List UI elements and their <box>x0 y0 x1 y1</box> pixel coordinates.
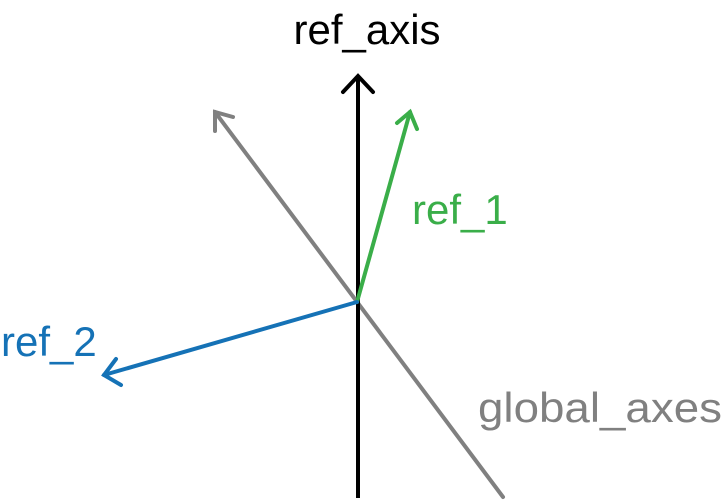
ref-1-line <box>355 110 412 304</box>
ref-1-label: ref_1 <box>412 186 508 233</box>
ref-1-arrow <box>355 108 419 304</box>
ref-axis-arrow <box>341 73 375 498</box>
ref-axis-arrowhead <box>341 73 375 94</box>
ref-axis-label: ref_axis <box>293 6 440 53</box>
ref-1-arrowhead <box>395 108 419 131</box>
ref-2-label: ref_2 <box>1 318 97 365</box>
ref-2-arrowhead <box>101 357 123 387</box>
ref-2-line <box>102 300 359 377</box>
global-axes-label: global_axes <box>478 384 722 431</box>
ref-2-arrow <box>101 300 359 387</box>
global-axes-arrowhead <box>213 109 235 133</box>
